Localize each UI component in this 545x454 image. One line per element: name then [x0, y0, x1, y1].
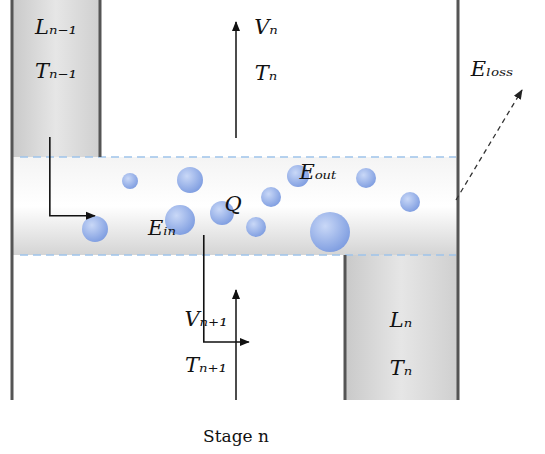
variable-label: Tₙ₋₁ [35, 60, 77, 83]
loss-arrow [456, 90, 522, 200]
stream-label: Eₗₒₛₛ [471, 58, 514, 81]
stream-label: Vₙ [254, 16, 278, 39]
variable-label: Tₙ [390, 357, 413, 380]
variable-label: Eᵢₙ [148, 217, 176, 240]
column-walls [12, 0, 458, 400]
liquid-downcomer-fill [12, 0, 100, 157]
stream-label: Tₙ₊₁ [185, 354, 227, 377]
variable-label: Q [224, 193, 241, 216]
vapor-arrow [235, 290, 237, 400]
stream-label: Stage n [203, 427, 269, 446]
stream-label: Vₙ₊₁ [184, 308, 227, 331]
tray-boundary [20, 254, 456, 256]
variable-label: Lₙ [390, 309, 412, 332]
tray-fill [12, 157, 458, 255]
variable-label: Eₒᵤₜ [300, 161, 337, 184]
bubbles [82, 165, 420, 252]
stream-label: Tₙ [255, 62, 278, 85]
liquid-downcomer-fill [345, 255, 458, 400]
variable-label: Lₙ₋₁ [35, 16, 77, 39]
liquid-flow-arrow [50, 137, 95, 216]
tray-boundary [20, 156, 456, 158]
liquid-outflow: LₙTₙ [345, 255, 458, 400]
tray-stage: Eᵢₙ Q Eₒᵤₜ [12, 157, 458, 255]
liquid-inflow: Lₙ₋₁ Tₙ₋₁ [12, 0, 100, 157]
vapor-arrow [235, 22, 237, 138]
